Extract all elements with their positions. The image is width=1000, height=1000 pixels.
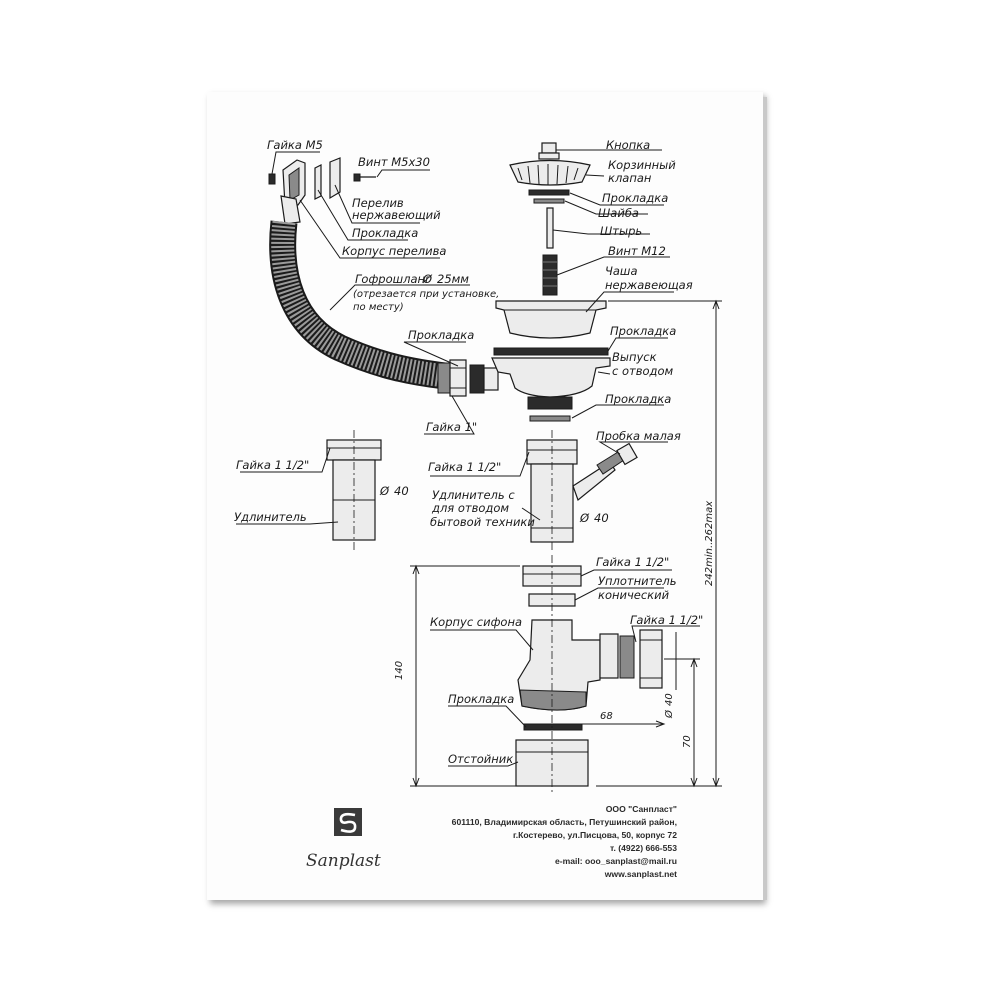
- footer: Sanplast ООО "Санпласт" 601110, Владимир…: [306, 804, 677, 879]
- company-name: ООО "Санпласт": [606, 804, 677, 814]
- stainless-bowl-part: [495, 300, 607, 339]
- dim-40-text: 40: [664, 693, 675, 706]
- label-overflow-2: нержавеющий: [352, 208, 441, 222]
- top-gasket-part: [528, 189, 570, 196]
- company-website: www.sanplast.net: [604, 869, 677, 879]
- label-hose-note-1: (отрезается при установке,: [353, 289, 499, 300]
- basket-valve-assembly: [491, 142, 611, 422]
- label-gasket-top: Прокладка: [602, 191, 668, 205]
- dimension-labels: 140 68 Ø 40 70 242min..262max: [394, 501, 715, 748]
- branch-extension-assembly: [526, 430, 638, 550]
- bottom-gasket-part: [523, 723, 583, 731]
- label-hose-note-2: по месту): [353, 302, 404, 313]
- label-nut-1-5-lower: Гайка 1 1/2": [596, 555, 669, 569]
- label-nut-1-5-center: Гайка 1 1/2": [428, 460, 501, 474]
- diameter-symbol-left: Ø: [379, 484, 390, 498]
- overflow-gasket-part: [314, 164, 322, 200]
- washer-part: [533, 198, 565, 204]
- leader-lines: [236, 149, 700, 767]
- dim-total-text: 242min..262max: [704, 501, 715, 586]
- basket-strainer-part: [509, 159, 591, 186]
- dim-68-text: 68: [600, 711, 613, 722]
- dim-140-text: 140: [394, 661, 405, 680]
- extension-assembly: [326, 430, 382, 550]
- company-address-1: 601110, Владимирская область, Петушински…: [452, 817, 677, 827]
- screw-m12-part: [542, 254, 558, 296]
- label-button: Кнопка: [606, 138, 650, 152]
- sheet-edge: [763, 97, 767, 900]
- label-ext-branch-3: бытовой техники: [430, 515, 535, 529]
- label-overflow-body: Корпус перелива: [342, 244, 446, 258]
- label-nut-1-5-right: Гайка 1 1/2": [630, 613, 703, 627]
- part-labels: Гайка М5 Винт М5х30 Перелив нержавеющий …: [234, 138, 703, 766]
- bowl-gasket-part: [493, 347, 609, 356]
- dim-70-text: 70: [682, 735, 693, 748]
- label-screw-m5x30: Винт М5х30: [358, 155, 430, 169]
- nut-m5-part: [268, 173, 276, 185]
- overflow-assembly: [268, 157, 499, 397]
- rod-part: [546, 207, 554, 249]
- label-small-plug: Пробка малая: [596, 429, 681, 443]
- label-gasket-hose: Прокладка: [408, 328, 474, 342]
- label-corrugated-hose: Гофрошланг: [355, 272, 432, 286]
- label-settler: Отстойник: [448, 752, 513, 766]
- label-gasket-bottom: Прокладка: [448, 692, 514, 706]
- label-outlet-1: Выпуск: [612, 350, 657, 364]
- brand-wordmark: Sanplast: [306, 851, 381, 871]
- label-gasket-outlet: Прокладка: [605, 392, 671, 406]
- label-siphon-body: Корпус сифона: [430, 615, 522, 629]
- corrugated-hose-part: [269, 220, 447, 390]
- nut-1-inch-part: [449, 359, 467, 397]
- label-conical-seal-1: Уплотнитель: [598, 574, 677, 588]
- label-gasket-bowl: Прокладка: [610, 324, 676, 338]
- label-nut-1-5-left: Гайка 1 1/2": [236, 458, 309, 472]
- label-basket-valve-1: Корзинный: [608, 158, 676, 172]
- label-overflow-1: Перелив: [352, 196, 404, 210]
- label-rod: Штырь: [600, 224, 642, 238]
- instruction-sheet: [207, 92, 763, 900]
- company-address-2: г.Костерево, ул.Писцова, 50, корпус 72: [513, 830, 677, 840]
- siphon-assembly: [515, 555, 663, 795]
- label-ext-branch-1: Удлинитель с: [432, 488, 515, 502]
- label-nut-1: Гайка 1": [426, 420, 477, 434]
- label-washer: Шайба: [598, 206, 639, 220]
- sanplast-logo-icon: [334, 808, 362, 836]
- hose-gasket-part: [469, 364, 485, 394]
- button-part: [541, 142, 557, 154]
- label-dia40-left: 40: [394, 484, 409, 498]
- label-extension: Удлинитель: [234, 510, 307, 524]
- nut-1-5-right-part: [639, 629, 663, 689]
- outlet-part: [491, 357, 611, 398]
- label-hose-diameter: 25мм: [437, 272, 469, 286]
- label-bowl-2: нержавеющая: [605, 278, 693, 292]
- label-ext-branch-2: для отводом: [431, 501, 509, 515]
- label-basket-valve-2: клапан: [608, 171, 652, 185]
- label-bowl-1: Чаша: [605, 264, 638, 278]
- dim-40-symbol: Ø: [663, 709, 675, 719]
- company-phone: т. (4922) 666-553: [610, 843, 677, 853]
- label-outlet-2: с отводом: [612, 364, 674, 378]
- dimension-lines: [333, 299, 722, 788]
- outlet-gasket-part: [529, 415, 571, 422]
- label-nut-m5: Гайка М5: [267, 138, 323, 152]
- company-email: e-mail: ooo_sanplast@mail.ru: [555, 856, 677, 866]
- label-conical-seal-2: конический: [598, 588, 670, 602]
- label-screw-m12: Винт М12: [608, 244, 666, 258]
- overflow-stainless-part: [329, 157, 341, 200]
- diameter-symbol: Ø: [422, 272, 433, 286]
- diameter-symbol-center: Ø: [579, 511, 590, 525]
- label-dia40-center: 40: [594, 511, 609, 525]
- label-gasket-overflow: Прокладка: [352, 226, 418, 240]
